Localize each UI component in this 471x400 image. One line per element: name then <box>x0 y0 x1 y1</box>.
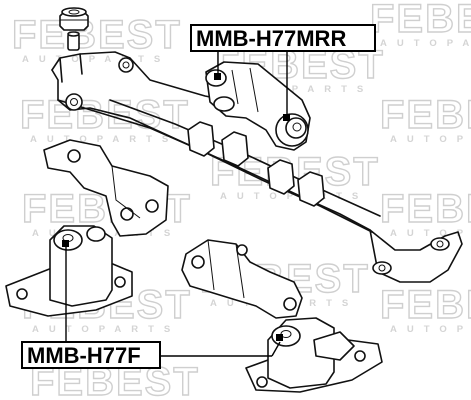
callout-rear-label: MMB-H77MRR <box>196 26 346 51</box>
watermark-brand: FEBEST <box>380 187 471 231</box>
watermark-tagline: AUTOPARTS <box>32 324 180 335</box>
watermark-tile: FEBEST AUTOPARTS <box>379 92 471 145</box>
watermark-tile: FEBEST AUTOPARTS <box>19 92 190 145</box>
watermark-tagline: AUTOPARTS <box>22 54 170 65</box>
front-mount-part-2 <box>245 317 383 393</box>
watermark-tagline: AUTOPARTS <box>225 84 373 95</box>
watermark-brand: FEBEST <box>370 0 471 41</box>
watermark-brand: FEBEST <box>380 283 471 327</box>
watermark-tile: FEBEST AUTOPARTS <box>11 12 182 65</box>
callout-box <box>190 24 376 52</box>
callout-front-label: MMB-H77F <box>27 343 141 368</box>
callout-front-mount: MMB-H77F <box>21 240 283 369</box>
callout-rear-mount: MMB-H77MRR <box>190 24 376 121</box>
watermark-tagline: AUTOPARTS <box>380 38 471 49</box>
watermark-tagline: AUTOPARTS <box>390 324 471 335</box>
crossmember <box>51 51 463 283</box>
watermark-tile: FEBEST AUTOPARTS <box>379 186 471 239</box>
callout-box <box>21 341 161 369</box>
center-bracket <box>181 239 303 319</box>
leader-dot <box>276 334 283 341</box>
leader-dot <box>62 240 69 247</box>
leader-dot <box>283 114 290 121</box>
watermark-tile: FEBEST AUTOPARTS <box>369 0 471 49</box>
watermark-tagline: AUTOPARTS <box>390 228 471 239</box>
leader-dot <box>214 73 221 80</box>
bushing-with-pin <box>59 7 89 51</box>
watermark-brand: FEBEST <box>380 93 471 137</box>
front-mount-part <box>5 225 133 317</box>
watermark-tagline: AUTOPARTS <box>390 134 471 145</box>
watermark-tile: FEBEST AUTOPARTS <box>379 282 471 335</box>
watermark-brand: FEBEST <box>20 93 190 137</box>
left-bracket <box>43 139 169 237</box>
leader-line <box>271 341 281 357</box>
watermark-tagline: AUTOPARTS <box>220 191 368 202</box>
watermark-tagline: AUTOPARTS <box>30 134 178 145</box>
watermark-brand: FEBEST <box>12 13 182 57</box>
